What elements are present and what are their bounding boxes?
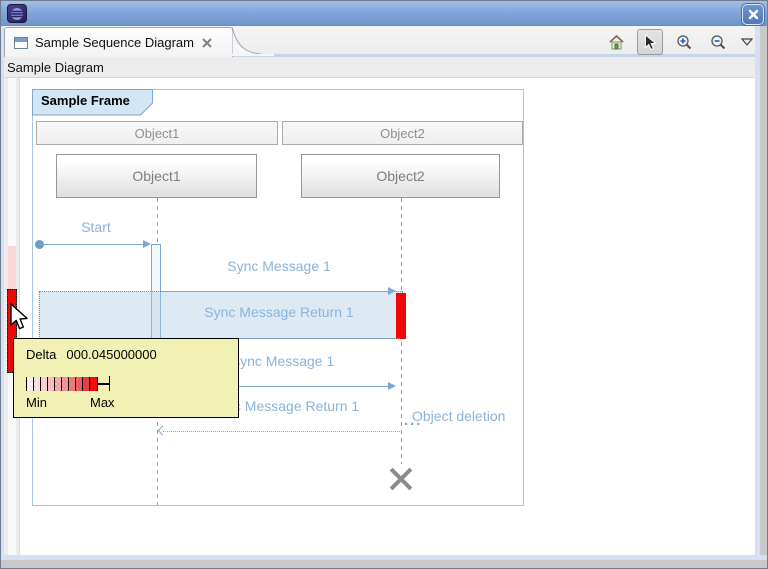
window-right-border[interactable] [755, 26, 767, 562]
window-left-border [1, 26, 4, 562]
object-deletion-label[interactable]: Object deletion [412, 408, 506, 424]
delta-scale [26, 376, 110, 391]
diagram-name-label: Sample Diagram [7, 59, 104, 75]
scale-cell [76, 376, 83, 391]
delta-scale-end-tick [109, 376, 110, 391]
delta-tooltip: Delta 000.045000000 Min Max [13, 338, 239, 418]
window-close-button[interactable] [742, 4, 764, 25]
editor-tab-bar: Sample Sequence Diagram [2, 26, 763, 57]
delta-label: Delta [26, 347, 57, 362]
object-deletion-cross-icon[interactable] [387, 465, 415, 493]
eclipse-app-icon [7, 4, 27, 23]
home-button[interactable] [603, 29, 629, 55]
mouse-cursor-icon [10, 303, 28, 330]
scale-cell [62, 376, 69, 391]
deletion-ellipsis: ... [404, 412, 423, 429]
scale-min-label: Min [26, 395, 47, 410]
tab-close-icon[interactable] [202, 37, 212, 48]
scale-cell [41, 376, 48, 391]
diagram-toolbar [603, 28, 755, 56]
selected-time-range[interactable] [39, 291, 403, 339]
select-tool-button[interactable] [637, 29, 663, 55]
tab-bar-underline [2, 54, 763, 57]
zoom-in-button[interactable] [671, 29, 697, 55]
scale-cell [90, 376, 97, 391]
diagram-window-icon [14, 36, 28, 49]
time-compression-segment-red-selected[interactable] [7, 289, 17, 373]
start-message-label[interactable]: Start [81, 219, 111, 235]
window-titlebar[interactable] [1, 1, 767, 26]
sync-message-return-1-line[interactable] [162, 338, 400, 339]
async-message-1-label[interactable]: Async Message 1 [223, 353, 335, 369]
diagram-name-bar: Sample Diagram [2, 57, 763, 78]
sync-message-1-line[interactable] [161, 291, 394, 292]
tab-sample-sequence-diagram[interactable]: Sample Sequence Diagram [4, 27, 233, 57]
scale-cell [48, 376, 55, 391]
tab-label: Sample Sequence Diagram [35, 35, 194, 50]
scale-cell [27, 376, 34, 391]
frame-title[interactable]: Sample Frame [41, 93, 130, 108]
start-message-line[interactable] [39, 244, 149, 245]
frame-title-shape [32, 89, 153, 116]
view-menu-chevron[interactable] [739, 29, 755, 55]
scale-max-label: Max [90, 395, 115, 410]
zoom-out-button[interactable] [705, 29, 731, 55]
scale-cell [69, 376, 76, 391]
window-bottom-border[interactable] [1, 555, 767, 568]
object1-header[interactable]: Object1 [36, 121, 278, 145]
delta-scale-cells [26, 376, 98, 391]
time-compression-segment-pink[interactable] [8, 246, 16, 289]
object1-box[interactable]: Object1 [56, 154, 257, 198]
async-message-1-arrowhead-icon [388, 382, 396, 390]
object2-execution-red-bar[interactable] [396, 293, 406, 339]
scale-cell [34, 376, 41, 391]
object2-box[interactable]: Object2 [301, 154, 500, 198]
sync-message-1-label[interactable]: Sync Message 1 [227, 258, 331, 274]
scale-cell [55, 376, 62, 391]
sync-message-return-1-label[interactable]: Sync Message Return 1 [204, 304, 354, 320]
tab-tail-curve [232, 27, 274, 56]
async-message-return-1-label[interactable]: Async Message Return 1 [202, 398, 360, 414]
scale-cell [83, 376, 90, 391]
async-message-return-1-line[interactable] [163, 431, 402, 432]
delta-value: 000.045000000 [66, 347, 157, 362]
async-message-1-line[interactable] [161, 386, 394, 387]
object2-header[interactable]: Object2 [282, 121, 523, 145]
start-arrowhead-icon [143, 240, 151, 248]
sync-message-1-arrowhead-icon [388, 287, 396, 295]
delta-scale-axis-line [98, 382, 109, 385]
